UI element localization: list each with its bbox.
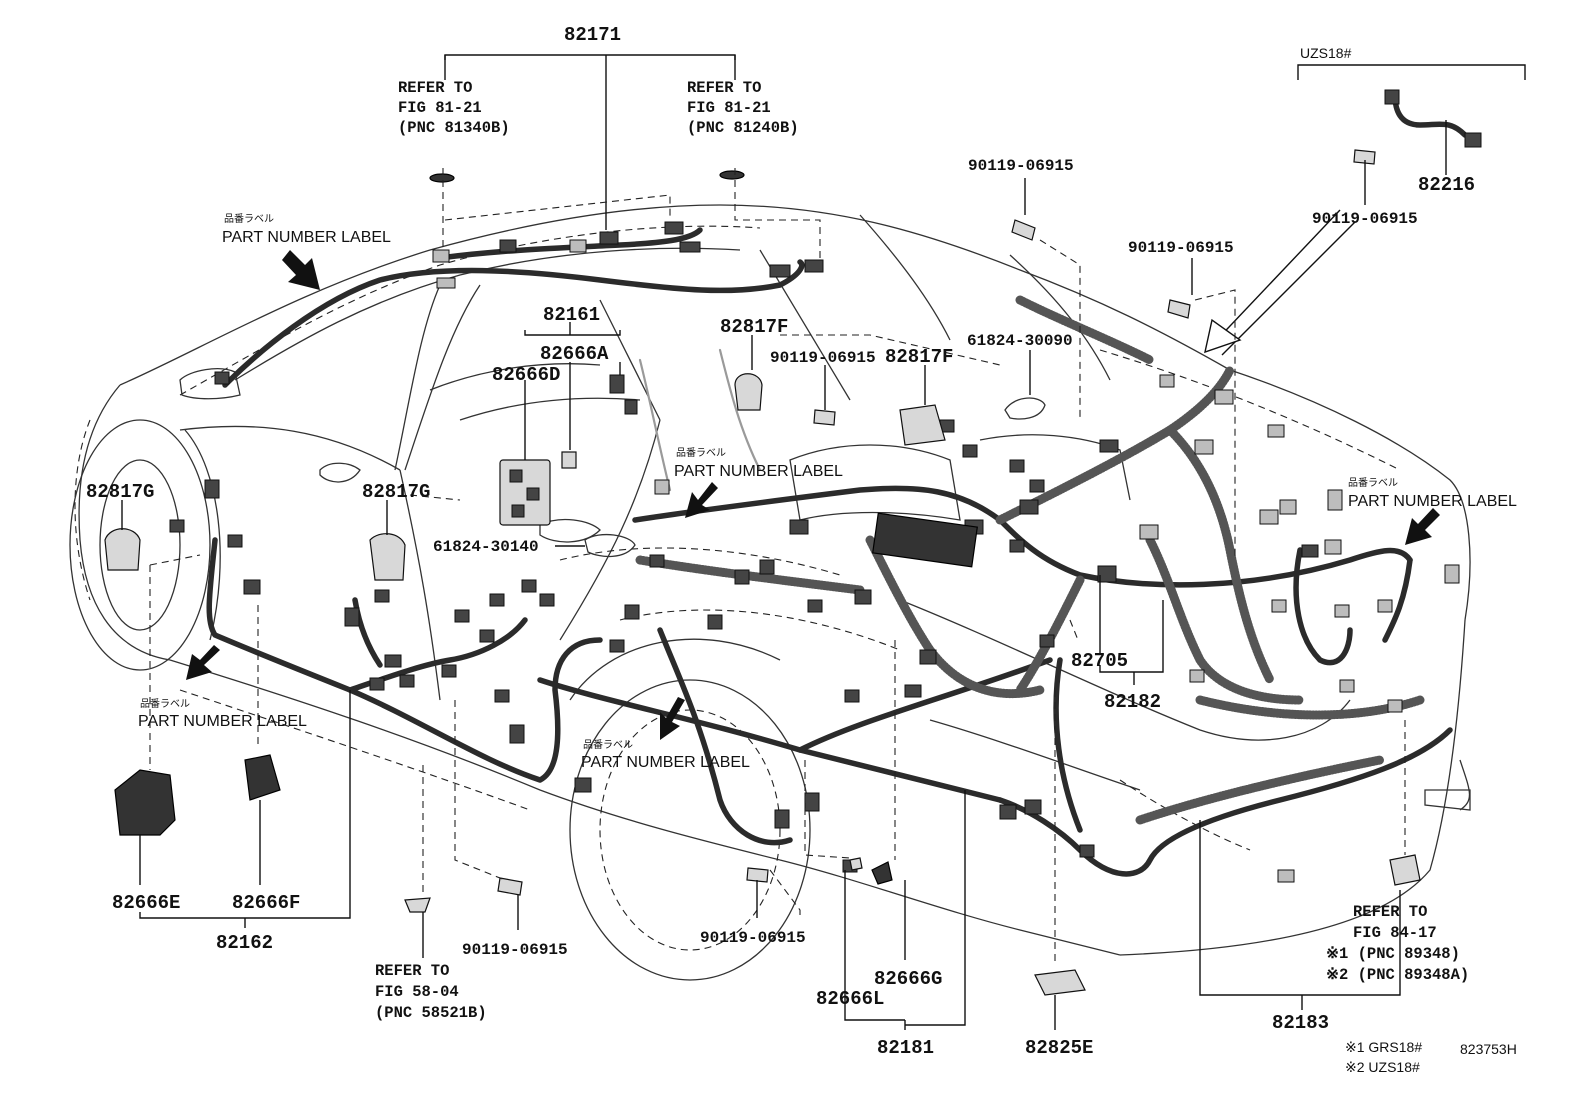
refer-to-left-top-3: (PNC 81340B): [398, 119, 510, 137]
part-number-82183: 82183: [1272, 1012, 1329, 1034]
part-number-82817g-left: 82817G: [86, 481, 154, 503]
grommet-61824-30140: [584, 533, 636, 558]
refer-to-bottom-2: FIG 58-04: [375, 983, 459, 1001]
part-number-82666a: 82666A: [540, 343, 609, 365]
part-number-bolt-center: 90119-06915: [770, 349, 876, 367]
part-number-bolt-bottom-b: 90119-06915: [700, 929, 806, 947]
part-number-82705: 82705: [1071, 650, 1128, 672]
part-number-label-5: PART NUMBER LABEL: [581, 754, 750, 771]
refer-to-rear-3: ※1 (PNC 89348): [1326, 945, 1460, 963]
bolt-bottom-b: [746, 867, 769, 883]
clamp-82817g-center: [369, 533, 406, 581]
bolt-bottom-a: [497, 877, 523, 896]
part-number-bolt-82216: 90119-06915: [1312, 210, 1418, 228]
part-number-82666l: 82666L: [816, 988, 884, 1010]
relay-82666f: [244, 754, 281, 801]
bracket-82825e: [1034, 969, 1086, 996]
refer-to-left-top-2: FIG 81-21: [398, 99, 482, 117]
part-number-label-3: PART NUMBER LABEL: [1348, 493, 1517, 510]
part-number-82666e: 82666E: [112, 892, 180, 914]
part-number-bolt-mid: 90119-06915: [1128, 239, 1234, 257]
part-number-82182: 82182: [1104, 691, 1161, 713]
part-number-label-jp-2: 品番ラベル: [676, 447, 726, 459]
part-number-bolt-bottom-a: 90119-06915: [462, 941, 568, 959]
label-arrows: [186, 250, 1440, 740]
roof-harness: [222, 259, 805, 388]
connector-blocks: [169, 89, 1482, 883]
part-number-bolt-top: 90119-06915: [968, 157, 1074, 175]
model-box-label: UZS18#: [1300, 45, 1352, 61]
clip-82666l: [849, 857, 863, 871]
bolt-center: [813, 409, 836, 426]
note-uzs18: ※2 UZS18#: [1345, 1059, 1420, 1075]
bolt-82216: [1353, 149, 1376, 165]
junction-block-82666d: [499, 459, 551, 526]
part-number-82666g: 82666G: [874, 968, 942, 990]
part-number-82161: 82161: [543, 304, 600, 326]
part-number-82181: 82181: [877, 1037, 934, 1059]
rear-harness: [997, 727, 1453, 877]
leader-lines: [121, 54, 1526, 1030]
part-number-61824-30090: 61824-30090: [967, 332, 1073, 350]
clip-58521b: [404, 897, 431, 913]
part-number-label-jp-1: 品番ラベル: [224, 213, 274, 225]
part-number-82817f-right: 82817F: [885, 346, 953, 368]
refer-to-rear-2: FIG 84-17: [1353, 924, 1437, 942]
arrow-icon: [685, 482, 718, 518]
labels: 82171 REFER TO FIG 81-21 (PNC 81340B) RE…: [86, 24, 1517, 1075]
part-number-82666f: 82666F: [232, 892, 300, 914]
car-body-outline: [69, 204, 1471, 981]
clip-82666g: [871, 861, 893, 885]
part-number-82162: 82162: [216, 932, 273, 954]
floor-module: [872, 512, 978, 568]
refer-to-rear-1: REFER TO: [1353, 903, 1427, 921]
arrow-icon: [186, 645, 220, 680]
clamp-82817g-left: [104, 528, 141, 571]
part-number-label-jp-4: 品番ラベル: [140, 698, 190, 710]
bolt-right: [1167, 299, 1191, 319]
figure-id: 823753H: [1460, 1041, 1517, 1057]
component-parts: [104, 149, 1421, 996]
refer-to-right-top-1: REFER TO: [687, 79, 761, 97]
harness-82216: [1392, 92, 1468, 138]
arrow-icon: [1405, 508, 1440, 545]
refer-to-right-top-3: (PNC 81240B): [687, 119, 799, 137]
refer-to-right-top-2: FIG 81-21: [687, 99, 771, 117]
part-number-82817g-center: 82817G: [362, 481, 430, 503]
grommet-61824-30090: [1004, 397, 1046, 420]
clamp-82817f-right: [899, 404, 946, 446]
part-number-label-1: PART NUMBER LABEL: [222, 229, 391, 246]
part-number-label-jp-3: 品番ラベル: [1348, 477, 1398, 489]
part-number-82817f-left: 82817F: [720, 316, 788, 338]
refer-to-bottom-1: REFER TO: [375, 962, 449, 980]
clamp-82817f-left: [734, 373, 763, 411]
part-number-label-4: PART NUMBER LABEL: [138, 713, 307, 730]
part-number-label-jp-5: 品番ラベル: [583, 739, 633, 751]
refer-to-left-top-1: REFER TO: [398, 79, 472, 97]
arrow-icon: [282, 250, 320, 290]
bolt-top: [1011, 219, 1036, 241]
part-number-label-2: PART NUMBER LABEL: [674, 463, 843, 480]
part-number-82171: 82171: [564, 24, 621, 46]
refer-to-bottom-3: (PNC 58521B): [375, 1004, 487, 1022]
floor-harness-front: [206, 537, 603, 783]
sensor-89348: [1389, 854, 1421, 886]
roof-harness-branch: [437, 227, 703, 261]
arrow-icon: [660, 697, 685, 740]
note-grs18: ※1 GRS18#: [1345, 1039, 1422, 1055]
junction-block-82666e: [114, 769, 176, 836]
part-number-82825e: 82825E: [1025, 1037, 1093, 1059]
refer-to-rear-4: ※2 (PNC 89348A): [1326, 966, 1469, 984]
part-number-82666d: 82666D: [492, 364, 560, 386]
part-number-82216: 82216: [1418, 174, 1475, 196]
relay-82666a: [561, 451, 577, 469]
part-number-61824-30140: 61824-30140: [433, 538, 539, 556]
